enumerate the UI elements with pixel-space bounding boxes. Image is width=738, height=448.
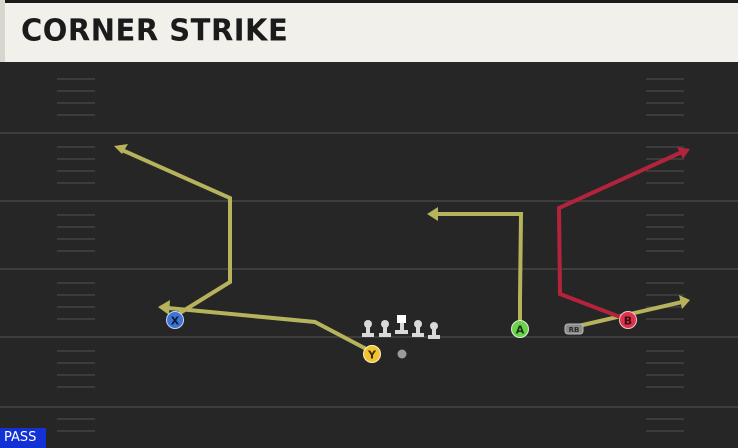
player-a-label: A [516, 324, 525, 337]
yard-lines [0, 132, 738, 408]
player-y-marker [363, 345, 381, 363]
player-rb-label: RB [569, 326, 580, 334]
player-rb[interactable]: RB [564, 323, 584, 335]
lineman-icon [428, 322, 440, 339]
player-x-marker [166, 311, 184, 329]
player-a[interactable]: A [511, 320, 529, 338]
player-a-marker [511, 320, 529, 338]
route-x [121, 148, 232, 318]
field: X Y A B RB [0, 62, 738, 448]
player-b-marker [619, 311, 637, 329]
route-x-arrow [114, 144, 128, 154]
route-b-arrow [677, 147, 690, 159]
player-x[interactable]: X [166, 311, 184, 329]
route-rb-arrow [679, 295, 690, 309]
play-type-badge: PASS [0, 428, 46, 448]
play-diagram: X Y A B RB [0, 78, 738, 432]
route-y [167, 306, 373, 354]
route-b-primary [556, 150, 683, 322]
route-a [436, 212, 524, 328]
lineman-icon [362, 320, 374, 337]
player-x-label: X [171, 315, 180, 328]
title-accent [0, 0, 5, 62]
player-rb-marker [564, 323, 584, 335]
play-type-label: PASS [4, 430, 37, 445]
play-title: CORNER STRIKE [21, 12, 289, 48]
lineman-icon [379, 320, 391, 337]
player-b-label: B [624, 315, 632, 328]
lineman-icon [412, 320, 424, 337]
player-y[interactable]: Y [363, 345, 381, 363]
player-y-label: Y [367, 349, 377, 362]
route-a-arrow [427, 207, 438, 221]
player-b[interactable]: B [619, 311, 637, 329]
offensive-line [362, 315, 440, 339]
quarterback-dot-icon [397, 349, 407, 359]
route-y-arrow [158, 300, 170, 315]
right-hash-marks [646, 78, 684, 432]
center-lineman-icon [395, 315, 408, 334]
left-hash-marks [57, 78, 95, 432]
play-title-bar: CORNER STRIKE [0, 0, 738, 62]
